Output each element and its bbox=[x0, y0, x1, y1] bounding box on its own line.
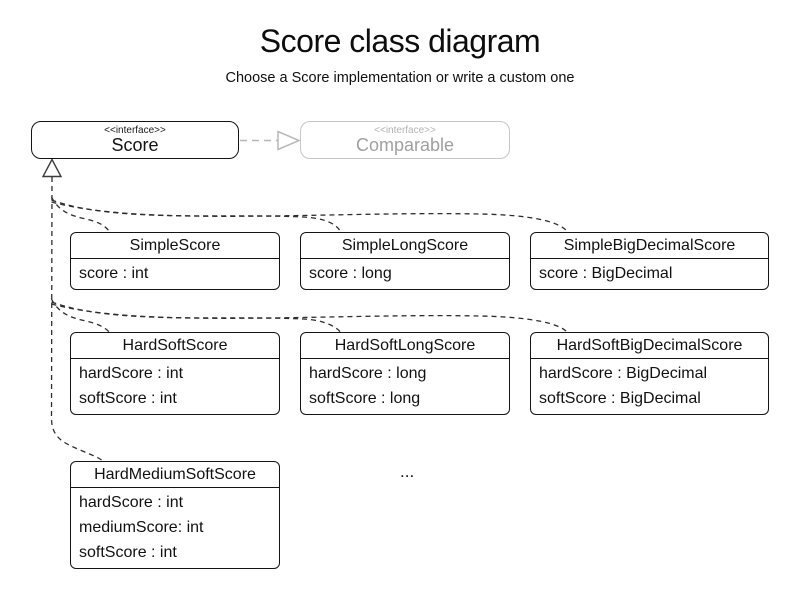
class-attribute: hardScore : int bbox=[79, 365, 184, 382]
class-attribute: softScore : long bbox=[309, 390, 421, 407]
class-name: SimpleBigDecimalScore bbox=[531, 233, 768, 259]
class-attribute: mediumScore: int bbox=[79, 519, 204, 536]
interface-name: Comparable bbox=[355, 135, 455, 155]
class-name: SimpleScore bbox=[71, 233, 279, 259]
branch-hardsoftscore-line bbox=[50, 298, 111, 334]
class-attribute: softScore : BigDecimal bbox=[539, 390, 701, 407]
class-box-simplelongscore: SimpleLongScore score : long bbox=[300, 232, 510, 290]
stereotype-label: <<interface>> bbox=[104, 125, 166, 136]
class-attribute: hardScore : BigDecimal bbox=[539, 365, 708, 382]
class-attribute: score : BigDecimal bbox=[539, 265, 673, 282]
class-name: HardSoftBigDecimalScore bbox=[531, 333, 768, 359]
page-subtitle: Choose a Score implementation or write a… bbox=[225, 70, 575, 86]
class-box-simplebigdecimalscore: SimpleBigDecimalScore score : BigDecimal bbox=[530, 232, 769, 290]
branch-simplebigdecimalscore-line bbox=[51, 201, 569, 233]
class-box-hardsoftlongscore: HardSoftLongScore hardScore : long softS… bbox=[300, 332, 510, 415]
interface-box-score: <<interface>> Score bbox=[31, 121, 239, 159]
class-box-hardmediumsoftscore: HardMediumSoftScore hardScore : int medi… bbox=[70, 461, 280, 569]
class-name: SimpleLongScore bbox=[301, 233, 509, 259]
class-name: HardSoftLongScore bbox=[301, 333, 509, 359]
stereotype-label: <<interface>> bbox=[374, 125, 436, 136]
score-realization-arrowhead-icon bbox=[41, 158, 63, 178]
class-attribute: softScore : int bbox=[79, 544, 177, 561]
class-attribute: score : long bbox=[309, 265, 392, 282]
page-title: Score class diagram bbox=[259, 23, 541, 59]
class-name: HardSoftScore bbox=[71, 333, 279, 359]
comparable-arrowhead-icon bbox=[277, 130, 301, 151]
interface-box-comparable: <<interface>> Comparable bbox=[300, 121, 510, 159]
class-attribute: hardScore : long bbox=[309, 365, 427, 382]
class-box-hardsoftbigdecimalscore: HardSoftBigDecimalScore hardScore : BigD… bbox=[530, 332, 769, 415]
class-box-hardsoftscore: HardSoftScore hardScore : int softScore … bbox=[70, 332, 280, 415]
class-name: HardMediumSoftScore bbox=[71, 462, 279, 488]
branch-hardsoftbigdecimalscore-line bbox=[51, 303, 569, 334]
class-box-simplescore: SimpleScore score : int bbox=[70, 232, 280, 290]
realization-trunk-line bbox=[50, 176, 105, 463]
interface-name: Score bbox=[111, 135, 159, 155]
branch-simplescore-line bbox=[50, 196, 111, 233]
class-attribute: hardScore : int bbox=[79, 494, 184, 511]
more-implementations-ellipsis: ... bbox=[400, 462, 415, 481]
class-attribute: softScore : int bbox=[79, 390, 177, 407]
class-attribute: score : int bbox=[79, 265, 149, 282]
